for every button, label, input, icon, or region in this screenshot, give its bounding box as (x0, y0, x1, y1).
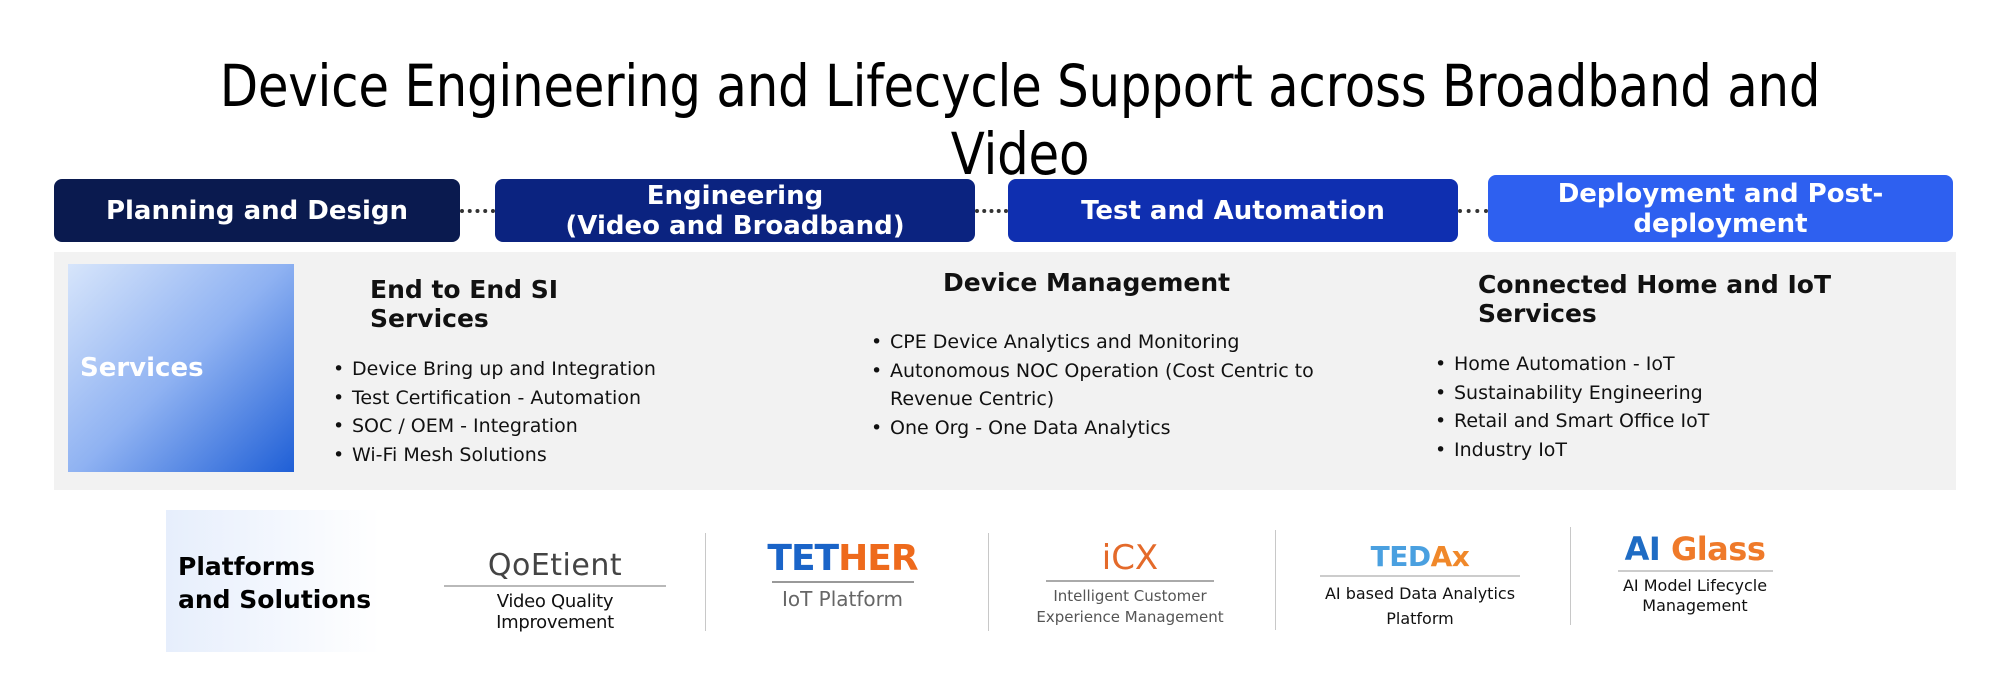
service-item: Test Certification - Automation (330, 384, 680, 413)
qoetient-logo-text: QoEtient (487, 548, 623, 583)
service-column-connected-home: Connected Home and IoT Services Home Aut… (1432, 270, 1932, 464)
logo-tether: TETHER IoT Platform (760, 538, 925, 611)
logo-ai-glass: AI Glass AI Model Lifecycle Management (1600, 530, 1790, 616)
phase-label: Engineering (Video and Broadband) (565, 180, 905, 241)
service-heading: Device Management (943, 268, 1231, 297)
logo-divider (988, 533, 989, 631)
logo-divider (705, 533, 706, 631)
service-item: One Org - One Data Analytics (868, 414, 1338, 443)
services-label: Services (80, 353, 204, 383)
icx-logo-text: iCX (1101, 538, 1159, 578)
service-item: CPE Device Analytics and Monitoring (868, 328, 1338, 357)
service-item: Retail and Smart Office IoT (1432, 407, 1932, 436)
tedax-logo-text-a: TED (1370, 540, 1431, 573)
tedax-logo-text-b: Ax (1430, 540, 1470, 573)
logo-caption: Video Quality Improvement (496, 591, 614, 633)
service-heading: End to End SI Services (370, 275, 559, 333)
phase-label: Deployment and Post- deployment (1557, 178, 1884, 239)
service-item: Sustainability Engineering (1432, 379, 1932, 408)
phase-label: Planning and Design (105, 195, 409, 226)
tether-logo-text-a: TET (767, 538, 839, 579)
service-item: Industry IoT (1432, 436, 1932, 465)
logo-underline (771, 581, 914, 583)
phase-deployment: Deployment and Post- deployment (1488, 175, 1953, 242)
logo-icx: iCX Intelligent Customer Experience Mana… (1030, 538, 1230, 628)
aiglass-logo-text-a: AI (1624, 530, 1671, 568)
service-item: SOC / OEM - Integration (330, 412, 680, 441)
aiglass-logo-text-b: Glass (1670, 530, 1766, 568)
platforms-tile: Platforms and Solutions (166, 510, 380, 652)
page-title: Device Engineering and Lifecycle Support… (219, 52, 1821, 188)
service-column-device-management: Device Management CPE Device Analytics a… (868, 268, 1338, 442)
logo-underline (1617, 570, 1773, 572)
phase-connector (975, 209, 1008, 213)
logo-caption: AI Model Lifecycle Management (1622, 576, 1768, 615)
logo-underline (1320, 575, 1520, 577)
logo-tedax: TEDAx AI based Data Analytics Platform (1310, 540, 1530, 631)
services-tile: Services (68, 264, 294, 472)
phase-connector (460, 209, 495, 213)
service-column-si: End to End SI Services Device Bring up a… (330, 275, 680, 469)
logo-underline (444, 585, 666, 587)
phase-engineering: Engineering (Video and Broadband) (495, 179, 975, 242)
logo-caption: AI based Data Analytics Platform (1324, 584, 1516, 628)
logo-qoetient: QoEtient Video Quality Improvement (440, 548, 670, 633)
platforms-label: Platforms and Solutions (178, 552, 372, 614)
phase-connector (1458, 209, 1488, 213)
service-item: Autonomous NOC Operation (Cost Centric t… (868, 357, 1338, 414)
phase-test-and-automation: Test and Automation (1008, 179, 1458, 242)
service-item: Device Bring up and Integration (330, 355, 680, 384)
logo-underline (1046, 580, 1214, 582)
service-item: Home Automation - IoT (1432, 350, 1932, 379)
logo-divider (1570, 527, 1571, 625)
logo-divider (1275, 530, 1276, 630)
logo-caption: Intelligent Customer Experience Manageme… (1036, 587, 1224, 626)
phase-label: Test and Automation (1081, 195, 1385, 226)
phase-planning-and-design: Planning and Design (54, 179, 460, 242)
service-item: Wi-Fi Mesh Solutions (330, 441, 680, 470)
service-heading: Connected Home and IoT Services (1478, 270, 1832, 328)
tether-logo-text-b: HER (838, 538, 918, 579)
logo-caption: IoT Platform (781, 587, 904, 611)
